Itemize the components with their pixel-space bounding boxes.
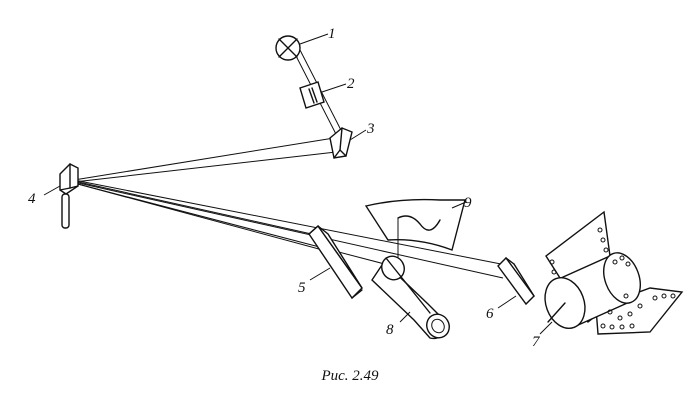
- label-7: 7: [532, 334, 541, 350]
- figure-caption: Рис. 2.49: [321, 368, 379, 384]
- leader-3: [349, 129, 367, 141]
- leader-7: [539, 321, 553, 335]
- leader-4: [43, 185, 61, 196]
- leader-8: [399, 311, 411, 323]
- leader-2: [321, 83, 347, 93]
- label-3: 3: [366, 121, 375, 137]
- screen-9-icon: [364, 198, 466, 251]
- galvanometer-mirror-icon: [59, 163, 79, 229]
- label-9: 9: [464, 195, 472, 211]
- beam-prism-to-mirror-a: [73, 137, 335, 181]
- label-2: 2: [347, 76, 355, 92]
- beam-mirror-to-reflector-b: [73, 181, 504, 279]
- label-5: 5: [298, 280, 306, 296]
- beam-mirror-to-reflector-a: [73, 179, 507, 266]
- recording-drum-7-icon: [544, 210, 684, 335]
- label-4: 4: [28, 191, 36, 207]
- leader-5: [309, 267, 331, 281]
- leader-6: [497, 295, 517, 309]
- label-6: 6: [486, 306, 494, 322]
- prism-5-icon: [308, 224, 363, 300]
- prism-3-icon: [329, 127, 353, 159]
- leader-1: [299, 33, 329, 45]
- tube-8-icon: [371, 255, 450, 340]
- lamp-icon: [275, 35, 301, 61]
- beam-mirror-to-tube: [73, 182, 401, 269]
- label-8: 8: [386, 322, 394, 338]
- beam-prism-to-mirror-b: [73, 151, 337, 183]
- beam-mirror-to-prism5-a: [73, 180, 317, 236]
- reflector-6-icon: [497, 256, 535, 306]
- leader-9: [451, 201, 467, 209]
- modulator-icon: [299, 81, 325, 109]
- tape-perforations: [549, 227, 676, 330]
- label-1: 1: [328, 26, 336, 42]
